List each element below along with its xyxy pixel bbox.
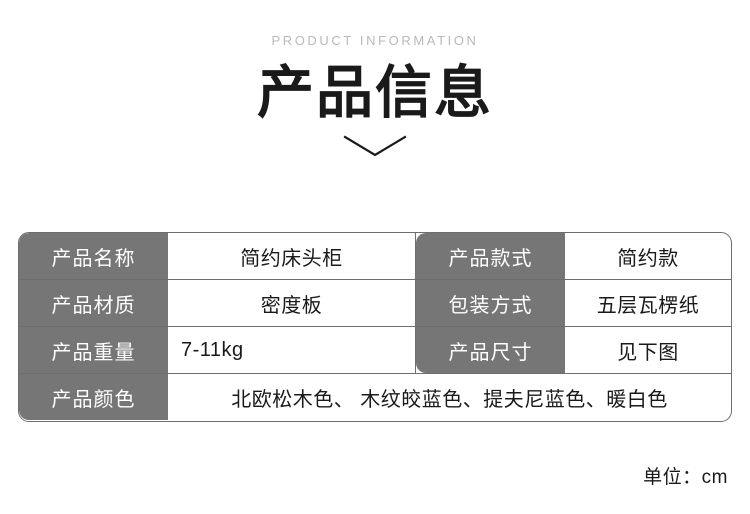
page-title: 产品信息 (257, 61, 493, 125)
row-value-material: 密度板 (168, 280, 416, 326)
unit-note: 单位：cm (643, 467, 728, 488)
product-information-table: 产品名称 简约床头柜 产品款式 简约款 产品材质 密度板 包装方式 五层瓦楞纸 … (18, 232, 732, 422)
chevron-down-icon (0, 134, 750, 158)
row-label-packaging: 包装方式 (416, 280, 565, 326)
row-label-dimensions: 产品尺寸 (416, 327, 565, 373)
row-label-colors: 产品颜色 (19, 374, 168, 420)
row-value-weight: 7-11kg (168, 327, 416, 373)
row-value-packaging: 五层瓦楞纸 (596, 294, 700, 317)
eyebrow-text: PRODUCT INFORMATION (271, 33, 479, 48)
table-row: 产品材质 密度板 包装方式 五层瓦楞纸 (19, 280, 731, 327)
page-header: PRODUCT INFORMATION 产品信息 (0, 0, 750, 158)
row-label-product-name: 产品名称 (19, 233, 168, 279)
row-value-colors: 北欧松木色、 木纹皎蓝色、提夫尼蓝色、暖白色 (231, 388, 668, 411)
row-label-material: 产品材质 (19, 280, 168, 326)
row-value-product-style: 简约款 (617, 247, 679, 270)
table-row: 产品名称 简约床头柜 产品款式 简约款 (19, 233, 731, 280)
table-row: 产品重量 7-11kg 产品尺寸 见下图 (19, 327, 731, 374)
row-label-weight: 产品重量 (19, 327, 168, 373)
table-row: 产品颜色 北欧松木色、 木纹皎蓝色、提夫尼蓝色、暖白色 (19, 374, 731, 420)
row-value-product-name: 简约床头柜 (168, 233, 416, 279)
row-label-product-style: 产品款式 (416, 233, 565, 279)
row-value-dimensions: 见下图 (617, 341, 679, 364)
